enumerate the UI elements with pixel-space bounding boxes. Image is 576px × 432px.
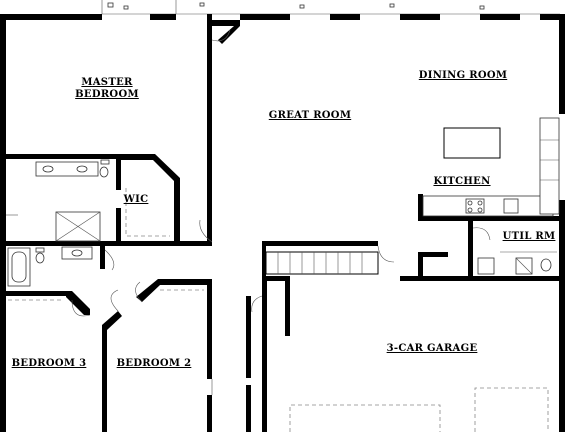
hall-bath-fixtures (7, 246, 93, 287)
kitchen-fixtures (422, 117, 560, 217)
label-garage: 3-CAR GARAGE (387, 343, 478, 354)
util-fixtures (477, 251, 557, 275)
label-master-bedroom-line1: MASTER (81, 77, 133, 88)
staircase (265, 251, 379, 275)
door-swings (6, 29, 491, 395)
master-bath-fixtures (35, 159, 110, 242)
label-great-room: GREAT ROOM (269, 110, 351, 121)
label-wic: WIC (123, 194, 149, 205)
rear-deck (101, 0, 560, 15)
room-labels: MASTER BEDROOM GREAT ROOM DINING ROOM KI… (12, 70, 556, 369)
label-master-bedroom-line2: BEDROOM (75, 89, 139, 100)
label-dining-room: DINING ROOM (419, 70, 507, 81)
label-bedroom-3: BEDROOM 3 (12, 358, 87, 369)
garage-doors (289, 387, 549, 432)
label-util-rm: UTIL RM (503, 231, 556, 242)
closets (8, 188, 204, 301)
label-kitchen: KITCHEN (433, 176, 490, 187)
label-bedroom-2: BEDROOM 2 (117, 358, 192, 369)
walls (0, 14, 565, 432)
